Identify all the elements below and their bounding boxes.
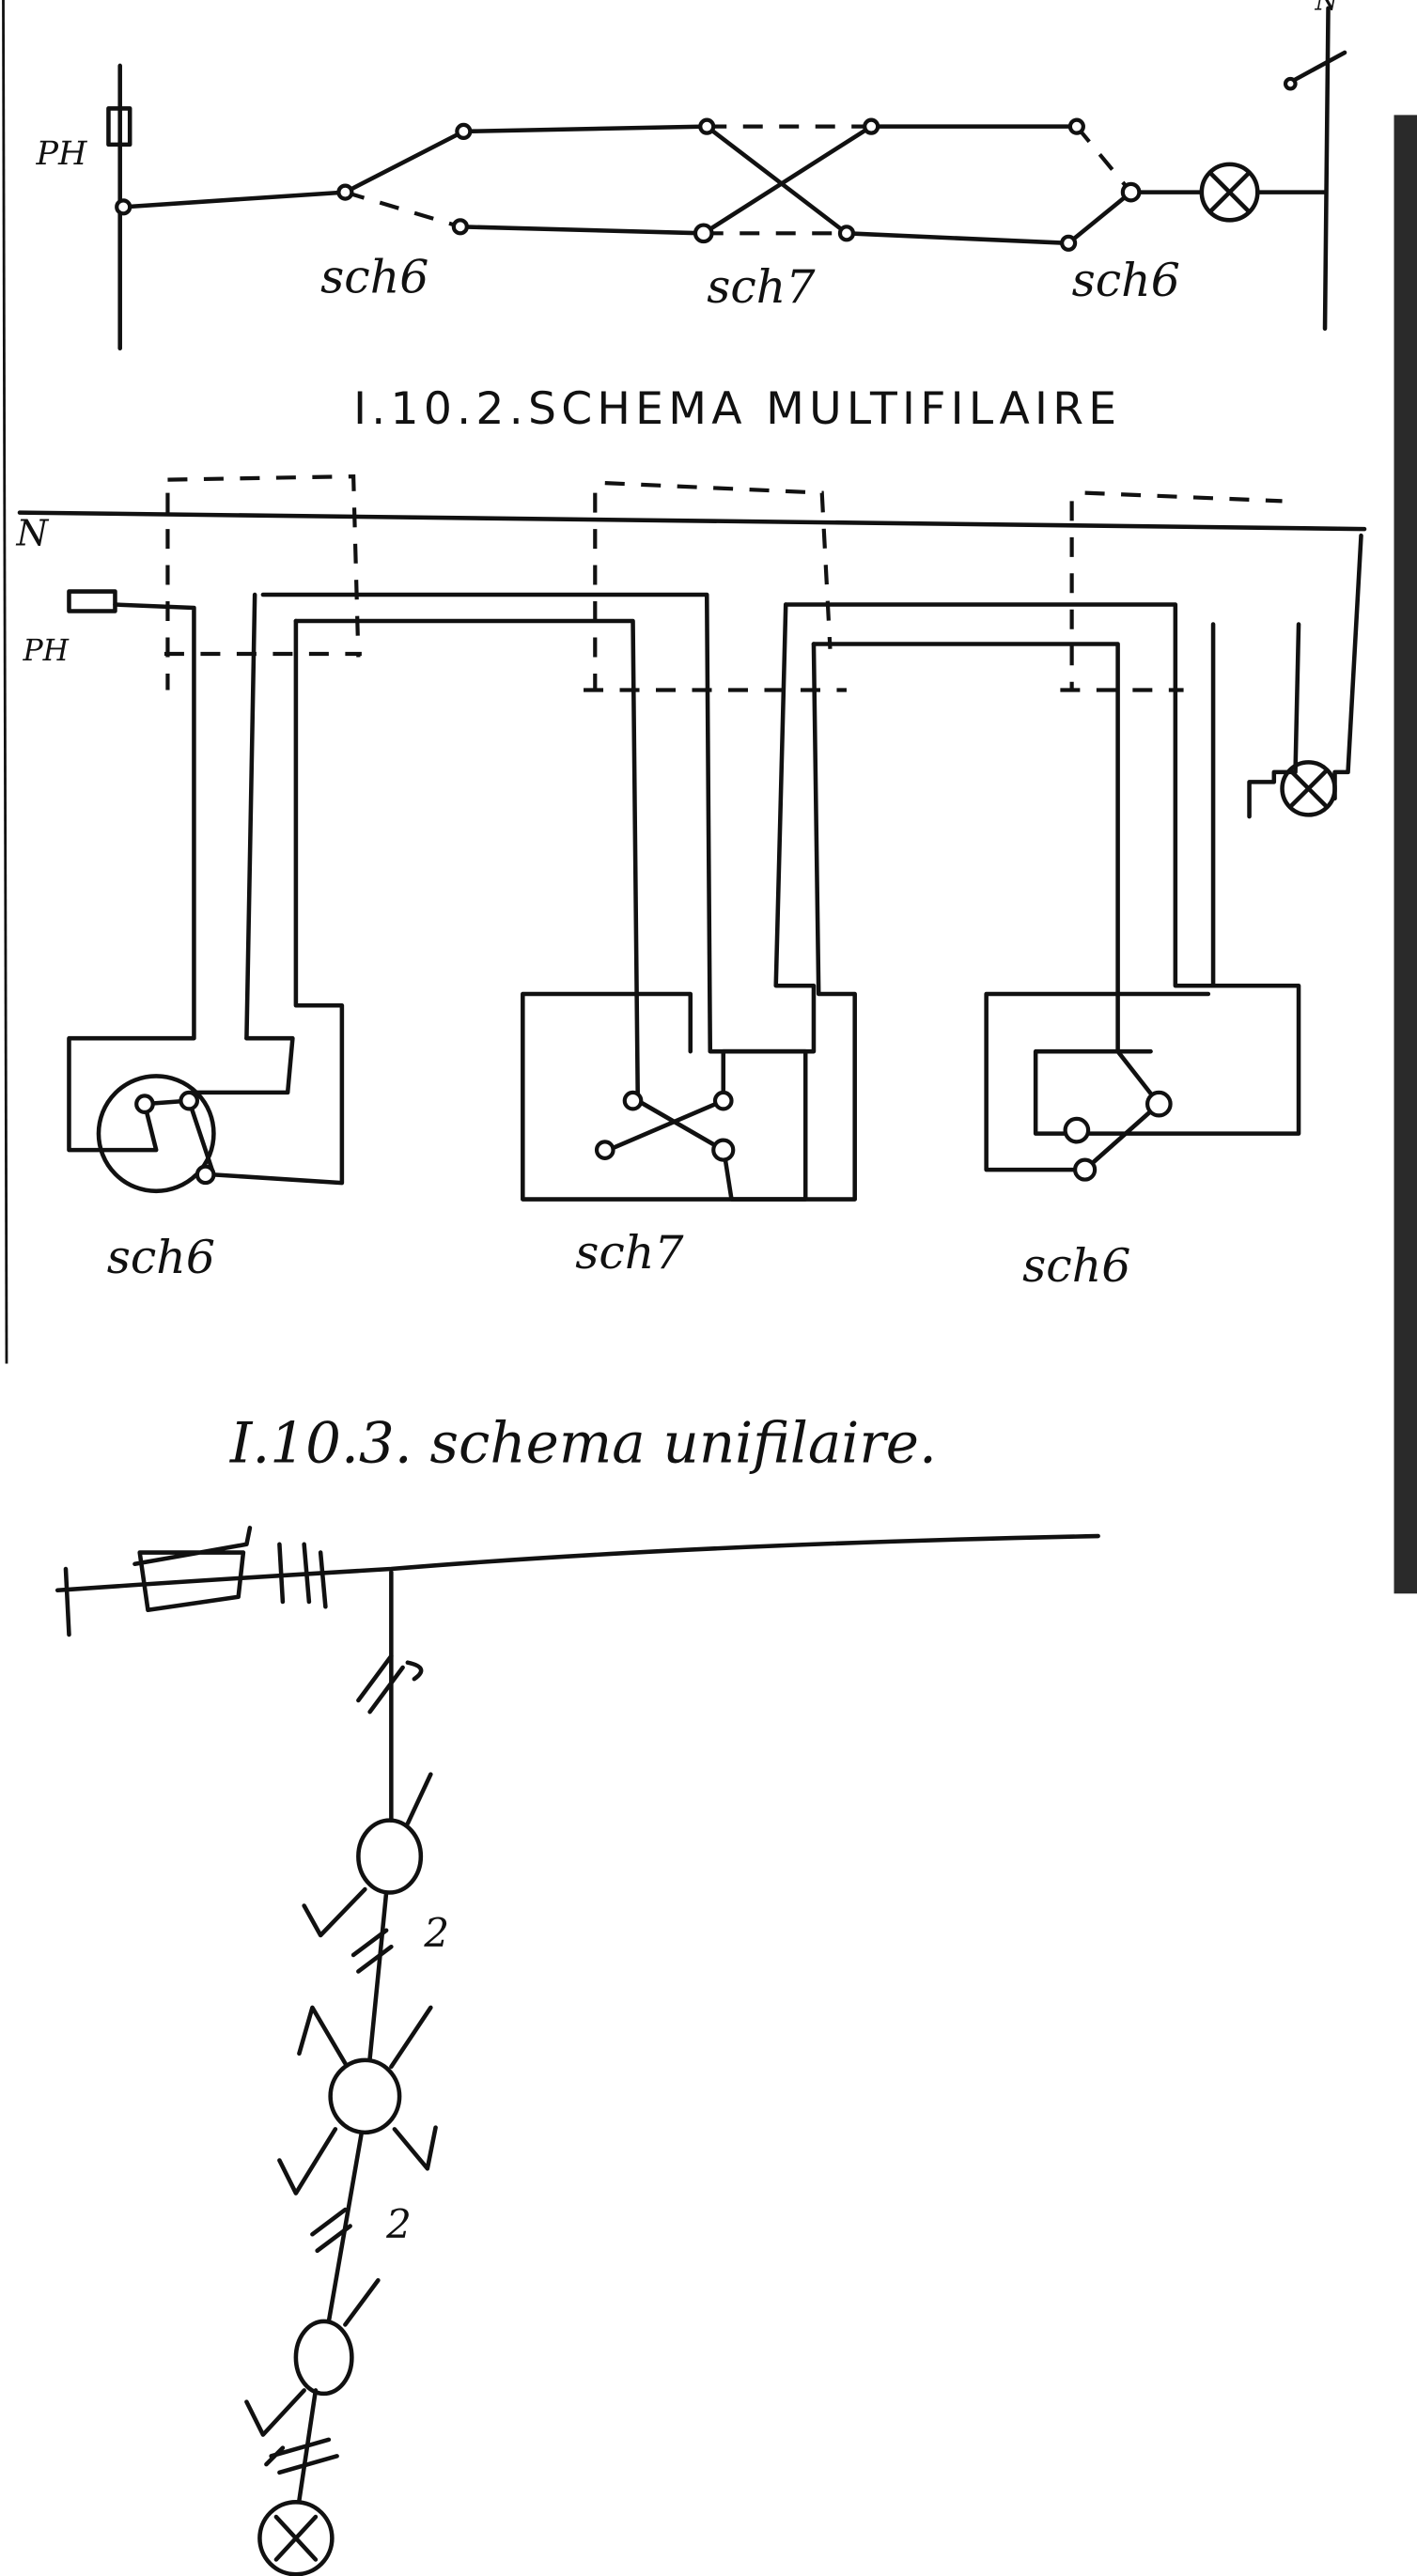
switch-label: sch6 [1022, 1239, 1130, 1293]
phase-label: PH [35, 135, 88, 173]
neutral-switch-icon [1288, 50, 1347, 85]
supply-line [54, 1533, 1100, 1593]
lamp-icon [257, 2500, 335, 2576]
switch-label: sch7 [575, 1226, 684, 1280]
conductor-count: 2 [385, 2201, 412, 2247]
single-line-schema: 2 2 [54, 1526, 1100, 2576]
neutral-line [17, 510, 1367, 532]
neutral-bus [1322, 6, 1331, 332]
page-left-edge [2, 0, 8, 1364]
section-title: I.10.2.SCHEMA MULTIFILAIRE [353, 383, 1121, 435]
switch-label: sch7 [707, 260, 816, 314]
switch-lever [343, 129, 466, 194]
fuse-icon [106, 106, 132, 147]
fuse-icon [67, 589, 117, 613]
lamp-icon [1199, 162, 1260, 223]
cable-run [297, 1570, 394, 2503]
intermediate-switch-cross [701, 124, 874, 236]
developed-schema: PH N sch6 sch7 sch6 [35, 0, 1347, 351]
switch-circle [96, 1074, 216, 1194]
conductor-ticks [356, 1653, 424, 1715]
lamp-icon [1280, 760, 1337, 817]
conductor-count: 2 [423, 1910, 449, 1956]
switch-label: sch6 [107, 1231, 215, 1284]
neutral-label: N [1315, 0, 1340, 16]
intermediate-switch-cross [606, 1098, 726, 1153]
neutral-label: N [15, 513, 49, 555]
protection-icon [63, 1526, 328, 1637]
multiwire-schema: N PH sch6 sch7 [15, 473, 1367, 1293]
switch-label: sch6 [1072, 254, 1180, 307]
section-title: I.10.3. schema unifilaire. [229, 1411, 937, 1476]
scan-dark-edge [1394, 115, 1417, 1594]
switch-icon [277, 2005, 438, 2196]
switch-icon [302, 1772, 433, 1938]
switch-icon [244, 2277, 381, 2437]
phase-label: PH [22, 634, 69, 668]
switch-label: sch6 [320, 250, 428, 303]
